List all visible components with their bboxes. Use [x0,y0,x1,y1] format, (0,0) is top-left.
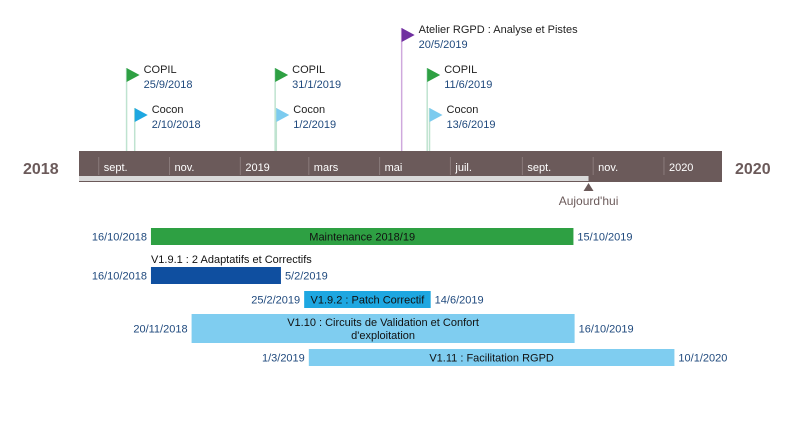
axis-ticks: sept. nov. 2019 mars mai juil. sept. nov. 2020 [98,157,693,175]
task-bar [150,228,574,245]
task-start-date: 25/2/2019 [251,295,300,307]
task-start-date: 16/10/2018 [92,232,147,244]
milestone-date: 31/1/2019 [292,79,341,91]
axis-tick-label: 2019 [245,162,269,174]
axis-tick-label: nov. [175,162,195,174]
today-arrow [583,183,594,191]
axis-tick-label: juil. [454,162,472,174]
start-year-label: 2018 [23,161,59,178]
milestone-date: 20/5/2019 [419,39,468,51]
task-bar [150,267,281,284]
task-end-date: 5/2/2019 [285,271,328,283]
milestone-title: Cocon [447,104,479,116]
milestone-flag [276,108,290,122]
axis-tick-label: nov. [598,162,618,174]
task-end-date: 10/1/2020 [678,353,727,365]
axis-tick-label: mars [314,162,339,174]
milestone-flag [401,28,415,42]
task-start-date: 16/10/2018 [92,271,147,283]
milestone-title: COPIL [292,64,325,76]
axis-tick-label: sept. [527,162,551,174]
milestone-flag [427,68,441,82]
task-label: Maintenance 2018/19 [309,232,415,244]
task-label: d'exploitation [351,330,415,342]
milestone-title: Cocon [293,104,325,116]
task-label: V1.9.1 : 2 Adaptatifs et Correctifs [151,254,312,266]
milestone-title: COPIL [444,64,477,76]
task-bar [308,349,675,366]
today-label: Aujourd'hui [559,194,619,208]
milestone-title: Cocon [152,104,184,116]
milestone-flag [275,68,289,82]
task-label: V1.11 : Facilitation RGPD [429,353,554,365]
task-start-date: 1/3/2019 [262,353,305,365]
axis-tick-label: mai [385,162,403,174]
milestone-title: COPIL [144,64,177,76]
milestone-date: 2/10/2018 [152,119,201,131]
today-marker: Aujourd'hui [559,183,619,208]
tasks: 16/10/2018 15/10/2019 Maintenance 2018/19 1… [92,228,727,366]
end-year-label: 2020 [735,161,771,178]
milestone-date: 25/9/2018 [144,79,193,91]
task-bar [304,291,431,308]
task-start-date: 20/11/2018 [133,324,187,336]
task-end-date: 16/10/2019 [579,324,634,336]
milestone-date: 1/2/2019 [293,119,336,131]
milestone-flag [134,108,148,122]
task-end-date: 15/10/2019 [577,232,632,244]
task-bar [191,314,575,343]
milestone-title: Atelier RGPD : Analyse et Pistes [419,24,578,36]
axis-tick-label: 2020 [669,162,693,174]
task-end-date: 14/6/2019 [435,295,484,307]
axis-tick-label: sept. [104,162,128,174]
milestone-date: 13/6/2019 [447,119,496,131]
task-label: V1.10 : Circuits de Validation et Confor… [287,317,479,329]
task-label: V1.9.2 : Patch Correctif [311,295,426,307]
milestone-flag [429,108,443,122]
milestone-date: 11/6/2019 [444,79,492,91]
progress-bar [79,176,589,181]
milestone-flag [126,68,140,82]
